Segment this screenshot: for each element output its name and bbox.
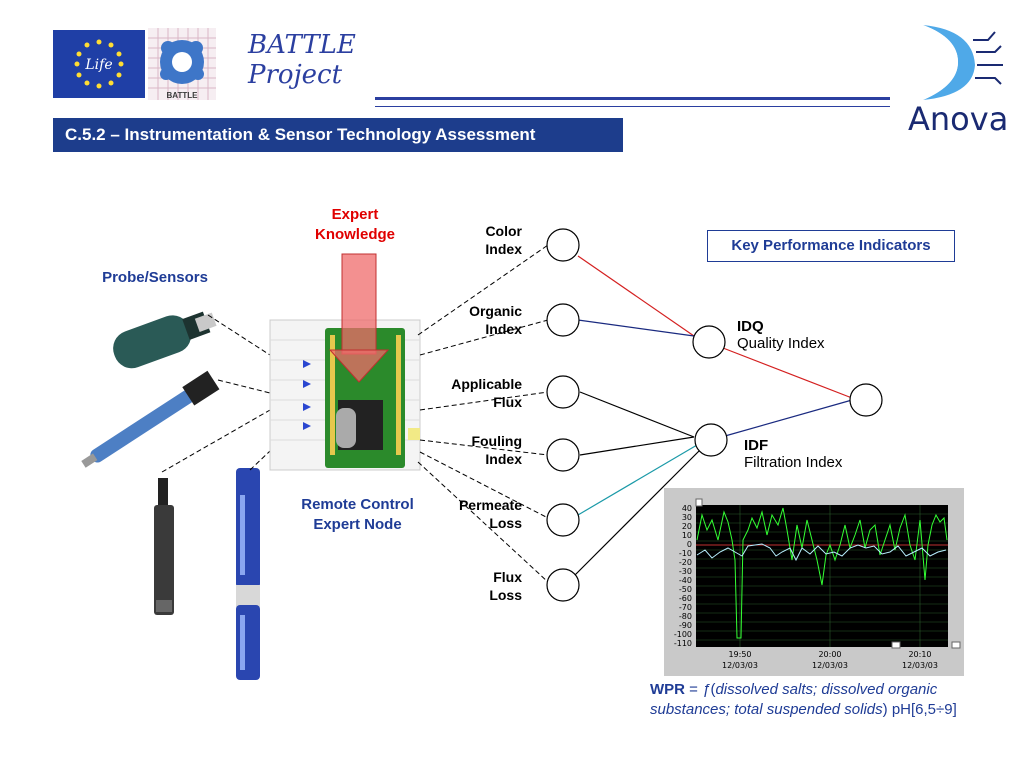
y-tick: -20 <box>679 558 692 567</box>
probe-sensors-label: Probe/Sensors <box>102 269 208 286</box>
title-underline <box>375 97 890 107</box>
kpi-title-box: Key Performance Indicators <box>707 230 955 262</box>
remote-control-board <box>269 319 421 471</box>
node-organic-index <box>546 303 580 337</box>
label-line: Loss <box>489 515 522 531</box>
input-label-permeate-loss: Permeate Loss <box>432 496 522 532</box>
y-tick: -50 <box>679 585 692 594</box>
remote-label-line1: Remote Control <box>301 496 414 513</box>
x-tick-time: 20:10 <box>908 650 931 659</box>
y-tick: 30 <box>682 513 692 522</box>
section-title: C.5.2 – Instrumentation & Sensor Technol… <box>53 118 623 152</box>
label-line: Flux <box>493 569 522 585</box>
x-tick-date: 12/03/03 <box>812 661 848 670</box>
input-label-applicable-flux: Applicable Flux <box>432 375 522 411</box>
chart-cursor-handle[interactable] <box>695 498 703 507</box>
eu-life-logo: Life <box>53 30 145 98</box>
title-line-1: BATTLE <box>248 30 356 60</box>
expert-label-line1: Expert <box>331 206 379 223</box>
probe-sensor-2 <box>81 370 220 468</box>
expert-label-line2: Knowledge <box>314 226 395 243</box>
idf-label: IDF Filtration Index <box>744 437 842 471</box>
idf-name: IDF <box>744 437 769 454</box>
y-tick: -60 <box>679 594 692 603</box>
anova-logo <box>903 20 1013 138</box>
y-tick: -90 <box>679 621 692 630</box>
wpr-tail: pH[6,5÷9] <box>887 701 957 718</box>
node-permeate-loss <box>546 503 580 537</box>
label-line: Permeate <box>458 497 522 513</box>
wpr-open: ( <box>710 681 716 698</box>
wpr-args: dissolved salts; dissolved organic subst… <box>650 681 938 718</box>
input-label-color-index: Color Index <box>432 222 522 258</box>
y-tick: 10 <box>682 531 692 540</box>
x-tick-date: 12/03/03 <box>902 661 938 670</box>
node-fouling-index <box>546 438 580 472</box>
y-tick: 40 <box>682 504 692 513</box>
x-tick-date: 12/03/03 <box>722 661 758 670</box>
remote-label-line2: Expert Node <box>313 516 402 533</box>
y-tick: -10 <box>679 549 692 558</box>
eu-logo-text: Life <box>84 57 112 73</box>
battle-logo-text: BATTLE <box>167 91 199 100</box>
y-tick: -40 <box>679 576 692 585</box>
input-label-fouling-index: Fouling Index <box>432 432 522 468</box>
x-tick-time: 20:00 <box>818 650 841 659</box>
wpr-label: WPR <box>650 681 685 698</box>
idq-name: IDQ <box>737 318 764 335</box>
label-line: Fouling <box>471 433 522 449</box>
network-edges <box>574 255 853 576</box>
node-idf <box>694 423 728 457</box>
remote-node-label: Remote Control Expert Node <box>285 495 430 535</box>
battle-logo: BATTLE <box>148 28 216 100</box>
y-tick: 0 <box>687 540 692 549</box>
label-line: Loss <box>489 587 522 603</box>
wpr-f: ƒ <box>702 681 711 698</box>
anova-brand-text: Anova <box>908 100 1009 138</box>
probe-sensor-1 <box>113 311 217 369</box>
label-line: Index <box>485 241 522 257</box>
title-line-2: Project <box>248 60 343 90</box>
node-color-index <box>546 228 580 262</box>
wpr-close: ) <box>882 701 888 718</box>
probe-sensor-3 <box>154 478 174 615</box>
node-flux-loss <box>546 568 580 602</box>
wpr-eq: = <box>685 681 703 698</box>
chart-cursor-handle[interactable] <box>951 641 961 649</box>
chart-x-axis: 19:50 12/03/03 20:00 12/03/03 20:10 12/0… <box>722 650 938 670</box>
expert-knowledge-arrow <box>328 253 390 383</box>
label-line: Index <box>485 451 522 467</box>
y-tick: -100 <box>674 630 692 639</box>
y-tick: -30 <box>679 567 692 576</box>
idq-label: IDQ Quality Index <box>737 318 825 352</box>
label-line: Index <box>485 321 522 337</box>
page-title: BATTLE Project <box>248 30 356 90</box>
node-applicable-flux <box>546 375 580 409</box>
board-to-input-connections <box>417 244 549 583</box>
x-tick-time: 19:50 <box>728 650 751 659</box>
node-idq <box>692 325 726 359</box>
chart-y-axis: 40 30 20 10 0 -10 -20 -30 -40 -50 -60 -7… <box>674 504 692 648</box>
input-label-organic-index: Organic Index <box>432 302 522 338</box>
expert-knowledge-label: Expert Knowledge <box>300 205 410 245</box>
trend-chart: 40 30 20 10 0 -10 -20 -30 -40 -50 -60 -7… <box>664 488 964 676</box>
idq-description: Quality Index <box>737 335 825 352</box>
label-line: Organic <box>469 303 522 319</box>
label-line: Color <box>485 223 522 239</box>
input-label-flux-loss: Flux Loss <box>432 568 522 604</box>
chart-cursor-handle[interactable] <box>891 641 901 649</box>
probe-sensor-4 <box>236 468 260 680</box>
idf-description: Filtration Index <box>744 454 843 471</box>
y-tick: -70 <box>679 603 692 612</box>
node-wpr <box>849 383 883 417</box>
y-tick: -80 <box>679 612 692 621</box>
wpr-formula: WPR = ƒ(dissolved salts; dissolved organ… <box>650 680 1020 720</box>
label-line: Flux <box>493 394 522 410</box>
label-line: Applicable <box>451 376 522 392</box>
y-tick: -110 <box>674 639 692 648</box>
y-tick: 20 <box>682 522 692 531</box>
